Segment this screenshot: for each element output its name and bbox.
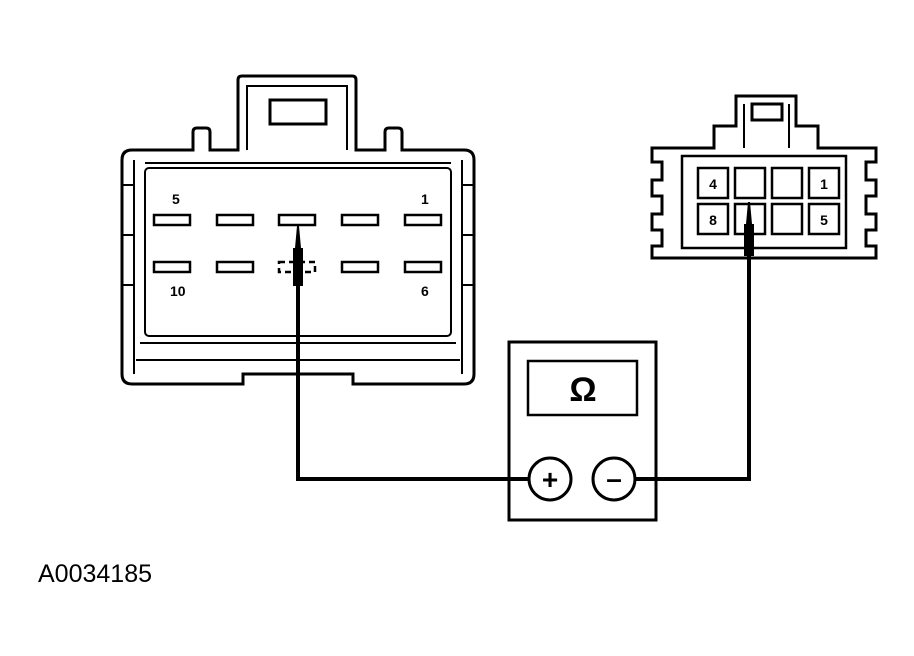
right-connector-cell-labels: 4 1 8 5: [709, 176, 828, 228]
cavity: [807, 202, 841, 236]
cavity: [807, 166, 841, 200]
pin-slot: [340, 213, 380, 227]
cavity-label-5: 5: [820, 212, 828, 228]
minus-label: –: [606, 463, 622, 494]
left-probe: [293, 226, 303, 286]
meter-display: [526, 359, 639, 417]
cavity: [770, 202, 804, 236]
pin-slot: [340, 260, 380, 274]
pin-label-10: 10: [170, 283, 186, 299]
cavity: [696, 166, 730, 200]
pin-slot: [152, 213, 192, 227]
cavity: [696, 202, 730, 236]
right-probe: [744, 202, 754, 256]
pin-slot: [403, 260, 443, 274]
cavity-label-4: 4: [709, 176, 717, 192]
ohm-symbol: Ω: [569, 371, 596, 409]
negative-lead-wire: [635, 256, 751, 481]
multimeter: Ω + –: [507, 340, 658, 522]
pin-slot: [215, 213, 255, 227]
pin-slot: [403, 213, 443, 227]
positive-lead-wire: [296, 286, 529, 481]
pin-label-5: 5: [172, 191, 180, 207]
pin-slot: [152, 260, 192, 274]
cavity: [733, 166, 767, 200]
pin-label-6: 6: [421, 283, 429, 299]
test-leads: [296, 256, 751, 481]
cavity: [770, 166, 804, 200]
pin-label-1: 1: [421, 191, 429, 207]
cavity-label-1: 1: [820, 176, 828, 192]
figure-reference-id: A0034185: [38, 560, 152, 588]
pin-slot: [215, 260, 255, 274]
plus-label: +: [542, 464, 558, 495]
cavity-label-8: 8: [709, 212, 717, 228]
pin-slot: [277, 213, 317, 227]
